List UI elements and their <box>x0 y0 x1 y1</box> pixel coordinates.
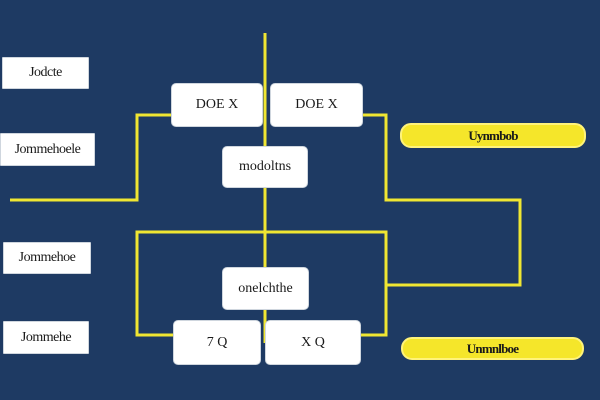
top-right-box[interactable]: DOE X <box>270 83 363 127</box>
left-branch-line <box>10 113 178 202</box>
left-label-4: Jommehe <box>3 321 89 354</box>
lower-left-loop-line <box>135 230 265 337</box>
left-label-1: Jodcte <box>2 57 89 89</box>
bottom-right-box[interactable]: X Q <box>265 320 361 365</box>
top-left-box[interactable]: DOE X <box>171 83 263 127</box>
right-label-2: Unmnlboe <box>401 337 584 360</box>
right-label-1: Uynmbob <box>400 123 586 148</box>
bottom-left-box[interactable]: 7 Q <box>173 320 261 365</box>
middle-lower-box[interactable]: onelchthe <box>222 267 309 310</box>
left-label-2: Jommehoele <box>0 133 95 166</box>
right-branch-line <box>350 113 522 287</box>
left-label-3: Jommehoe <box>3 242 91 274</box>
lower-right-loop-line <box>265 230 388 337</box>
middle-upper-box[interactable]: modoltns <box>222 146 308 188</box>
